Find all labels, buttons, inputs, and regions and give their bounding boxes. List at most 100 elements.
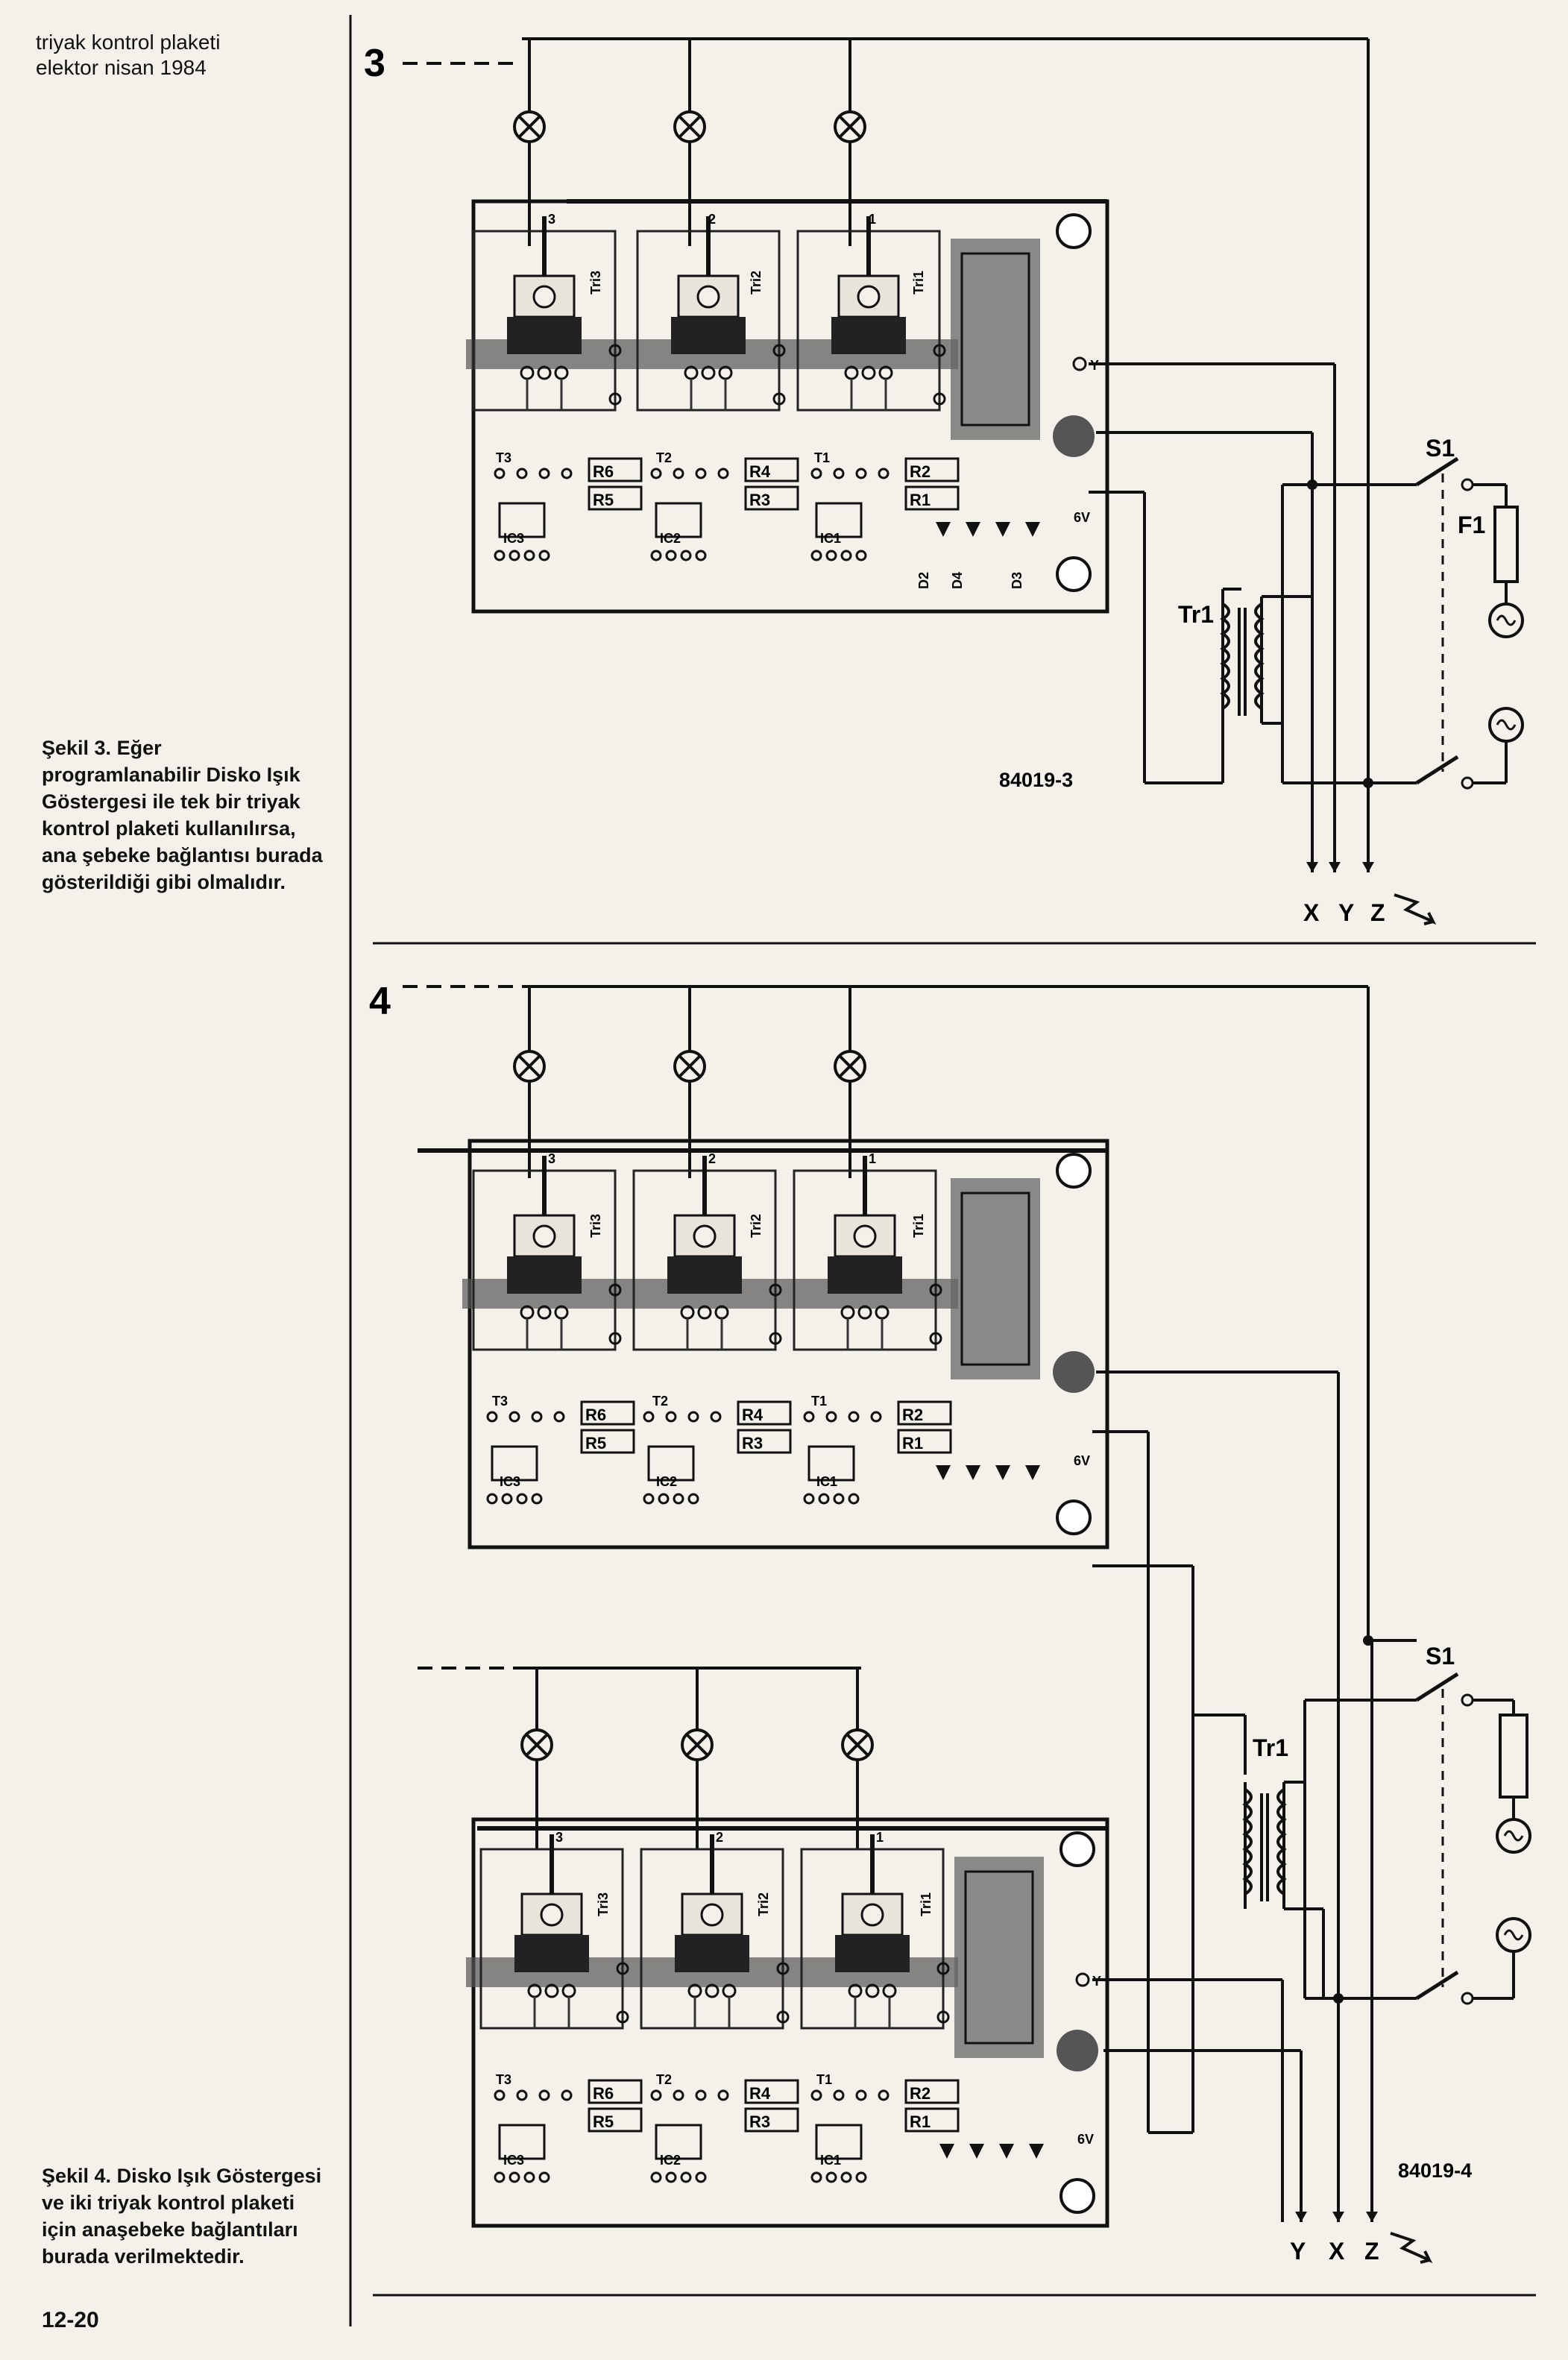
channel-label: 2 xyxy=(716,1830,723,1845)
transformer-icon xyxy=(1221,595,1263,725)
triac-block xyxy=(641,1834,788,2028)
mount-hole-icon xyxy=(1056,213,1092,249)
resistor-label: R2 xyxy=(910,2084,931,2103)
ic-label: IC2 xyxy=(660,531,681,546)
resistor-label: R4 xyxy=(742,1406,763,1424)
transformer-label: Tr1 xyxy=(1178,601,1214,628)
figure-3: 3 3 2 1 Tri3 Tri2 Tri1 Y 6V R6 xyxy=(364,37,1524,926)
resistor-label: R1 xyxy=(910,2112,931,2131)
diode-icon xyxy=(936,1465,1040,1480)
diode-label: D4 xyxy=(950,572,965,589)
figure-code: 84019-4 xyxy=(1398,2159,1472,2182)
fuse-icon xyxy=(1499,1714,1528,1799)
page-number: 12-20 xyxy=(42,2308,99,2332)
ic-label: IC2 xyxy=(656,1474,677,1489)
header-title: triyak kontrol plaketi xyxy=(36,31,221,54)
triac-label: Tri3 xyxy=(588,1214,603,1238)
figure-code: 84019-3 xyxy=(999,769,1073,791)
ic-label: IC1 xyxy=(820,531,841,546)
caption-fig3: Şekil 3. Eğer programlanabilir Disko Işı… xyxy=(42,737,323,893)
lamp-icon xyxy=(834,1050,866,1083)
lamp-icon xyxy=(681,1728,714,1761)
switch-icon xyxy=(1415,1672,1459,1702)
mount-hole-icon xyxy=(1053,1351,1095,1393)
transistor-label: T2 xyxy=(656,2072,672,2087)
caption-fig4: Şekil 4. Disko Işık Göstergesi ve iki tr… xyxy=(42,2165,322,2268)
ic-label: IC1 xyxy=(816,1474,837,1489)
resistor-label: R1 xyxy=(902,1434,923,1453)
output-label: X xyxy=(1303,899,1320,926)
ic-label: IC3 xyxy=(500,1474,520,1489)
transistor-label: T1 xyxy=(814,450,830,465)
ic-label: IC1 xyxy=(820,2153,841,2168)
resistor-label: R2 xyxy=(902,1406,923,1424)
triac-block xyxy=(473,1156,620,1350)
switch-icon xyxy=(1415,456,1459,487)
resistor-label: R6 xyxy=(593,462,614,481)
mount-hole-icon xyxy=(1056,556,1092,592)
triac-label: Tri2 xyxy=(749,271,763,295)
page-header: triyak kontrol plaketi elektor nisan 198… xyxy=(36,30,220,81)
transistor-label: T2 xyxy=(652,1394,668,1409)
ac-source-icon xyxy=(1488,602,1524,638)
fig4-pcb-board-a xyxy=(467,1139,1109,1549)
switch-icon xyxy=(1415,1970,1459,2001)
switch-label: S1 xyxy=(1426,435,1455,462)
triac-label: Tri1 xyxy=(911,271,926,295)
board-6v-label: 6V xyxy=(1074,510,1090,525)
output-label: Z xyxy=(1364,2238,1379,2265)
diode-icon xyxy=(936,522,1040,537)
lamp-icon xyxy=(834,110,866,143)
resistor-label: R3 xyxy=(749,491,770,509)
board-6v-label: 6V xyxy=(1077,2132,1094,2147)
channel-label: 3 xyxy=(548,1151,555,1166)
triac-block xyxy=(798,216,945,410)
capacitor-block xyxy=(954,1857,1044,2058)
figure-4-number: 4 xyxy=(369,980,391,1023)
output-label: Y xyxy=(1338,899,1354,926)
triac-label: Tri1 xyxy=(911,1214,926,1238)
lightning-icon xyxy=(1389,2232,1431,2264)
resistor-label: R4 xyxy=(749,462,771,481)
triac-label: Tri3 xyxy=(596,1892,611,1916)
fuse-label: F1 xyxy=(1458,512,1485,538)
transformer-icon xyxy=(1244,1781,1285,1910)
channel-label: 1 xyxy=(876,1830,884,1845)
resistor-label: R6 xyxy=(593,2084,614,2103)
resistor-label: R5 xyxy=(585,1434,606,1453)
switch-label: S1 xyxy=(1426,1643,1455,1670)
output-label: X xyxy=(1329,2238,1345,2265)
transistor-label: T2 xyxy=(656,450,672,465)
lamp-icon xyxy=(513,110,546,143)
capacitor-block xyxy=(951,239,1040,440)
resistor-label: R6 xyxy=(585,1406,606,1424)
figure-3-number: 3 xyxy=(364,42,385,85)
arrow-icon xyxy=(1295,2212,1378,2222)
triac-block xyxy=(481,1834,628,2028)
triac-block xyxy=(473,216,620,410)
lamp-icon xyxy=(513,1050,546,1083)
capacitor-block xyxy=(951,1178,1040,1379)
output-label: Y xyxy=(1290,2238,1306,2265)
mount-hole-icon xyxy=(1056,1500,1092,1535)
resistor-label: R3 xyxy=(749,2112,770,2131)
output-label: Z xyxy=(1370,899,1385,926)
channel-label: 3 xyxy=(555,1830,563,1845)
ic-label: IC3 xyxy=(503,2153,524,2168)
triac-block xyxy=(802,1834,948,2028)
transformer-label: Tr1 xyxy=(1253,1734,1288,1761)
transistor-label: T1 xyxy=(811,1394,827,1409)
triac-label: Tri2 xyxy=(756,1892,771,1916)
mount-hole-icon xyxy=(1056,1153,1092,1189)
resistor-label: R5 xyxy=(593,2112,614,2131)
transistor-label: T1 xyxy=(816,2072,832,2087)
resistor-label: R1 xyxy=(910,491,931,509)
ac-source-icon xyxy=(1496,1917,1531,1953)
mount-hole-icon xyxy=(1059,2178,1095,2214)
ic-label: IC2 xyxy=(660,2153,681,2168)
resistor-label: R4 xyxy=(749,2084,771,2103)
header-subtitle: elektor nisan 1984 xyxy=(36,56,207,79)
transistor-label: T3 xyxy=(492,1394,508,1409)
transistor-label: T3 xyxy=(496,450,511,465)
